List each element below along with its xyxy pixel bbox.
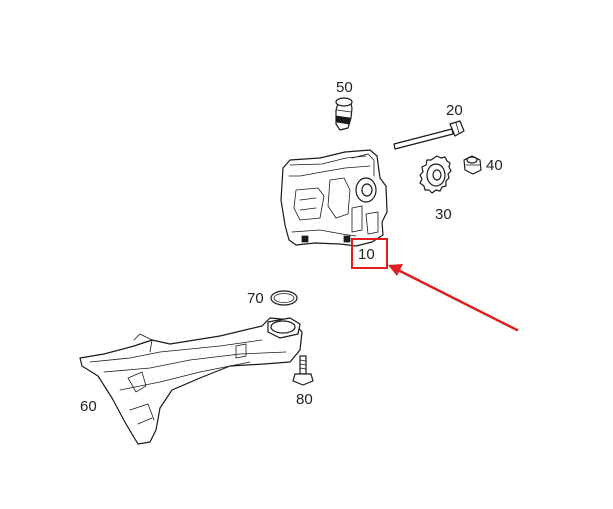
label-20: 20	[446, 102, 463, 119]
label-10: 10	[358, 246, 375, 263]
label-60: 60	[80, 398, 97, 415]
highlight-arrow	[388, 264, 519, 332]
nut-part-40	[463, 155, 482, 175]
label-70: 70	[247, 290, 264, 307]
highlight-box	[351, 238, 388, 269]
bolt-part-20	[393, 120, 465, 150]
valve-part-50	[335, 97, 353, 131]
label-80: 80	[296, 391, 313, 408]
o-ring-part-70	[270, 290, 298, 306]
sprocket-part-30	[419, 155, 452, 194]
label-40: 40	[486, 157, 503, 174]
oil-pump-part-10	[280, 149, 388, 247]
bolt-part-80	[292, 355, 314, 386]
label-50: 50	[336, 79, 353, 96]
label-30: 30	[435, 206, 452, 223]
pickup-tube-part-60	[79, 317, 303, 445]
